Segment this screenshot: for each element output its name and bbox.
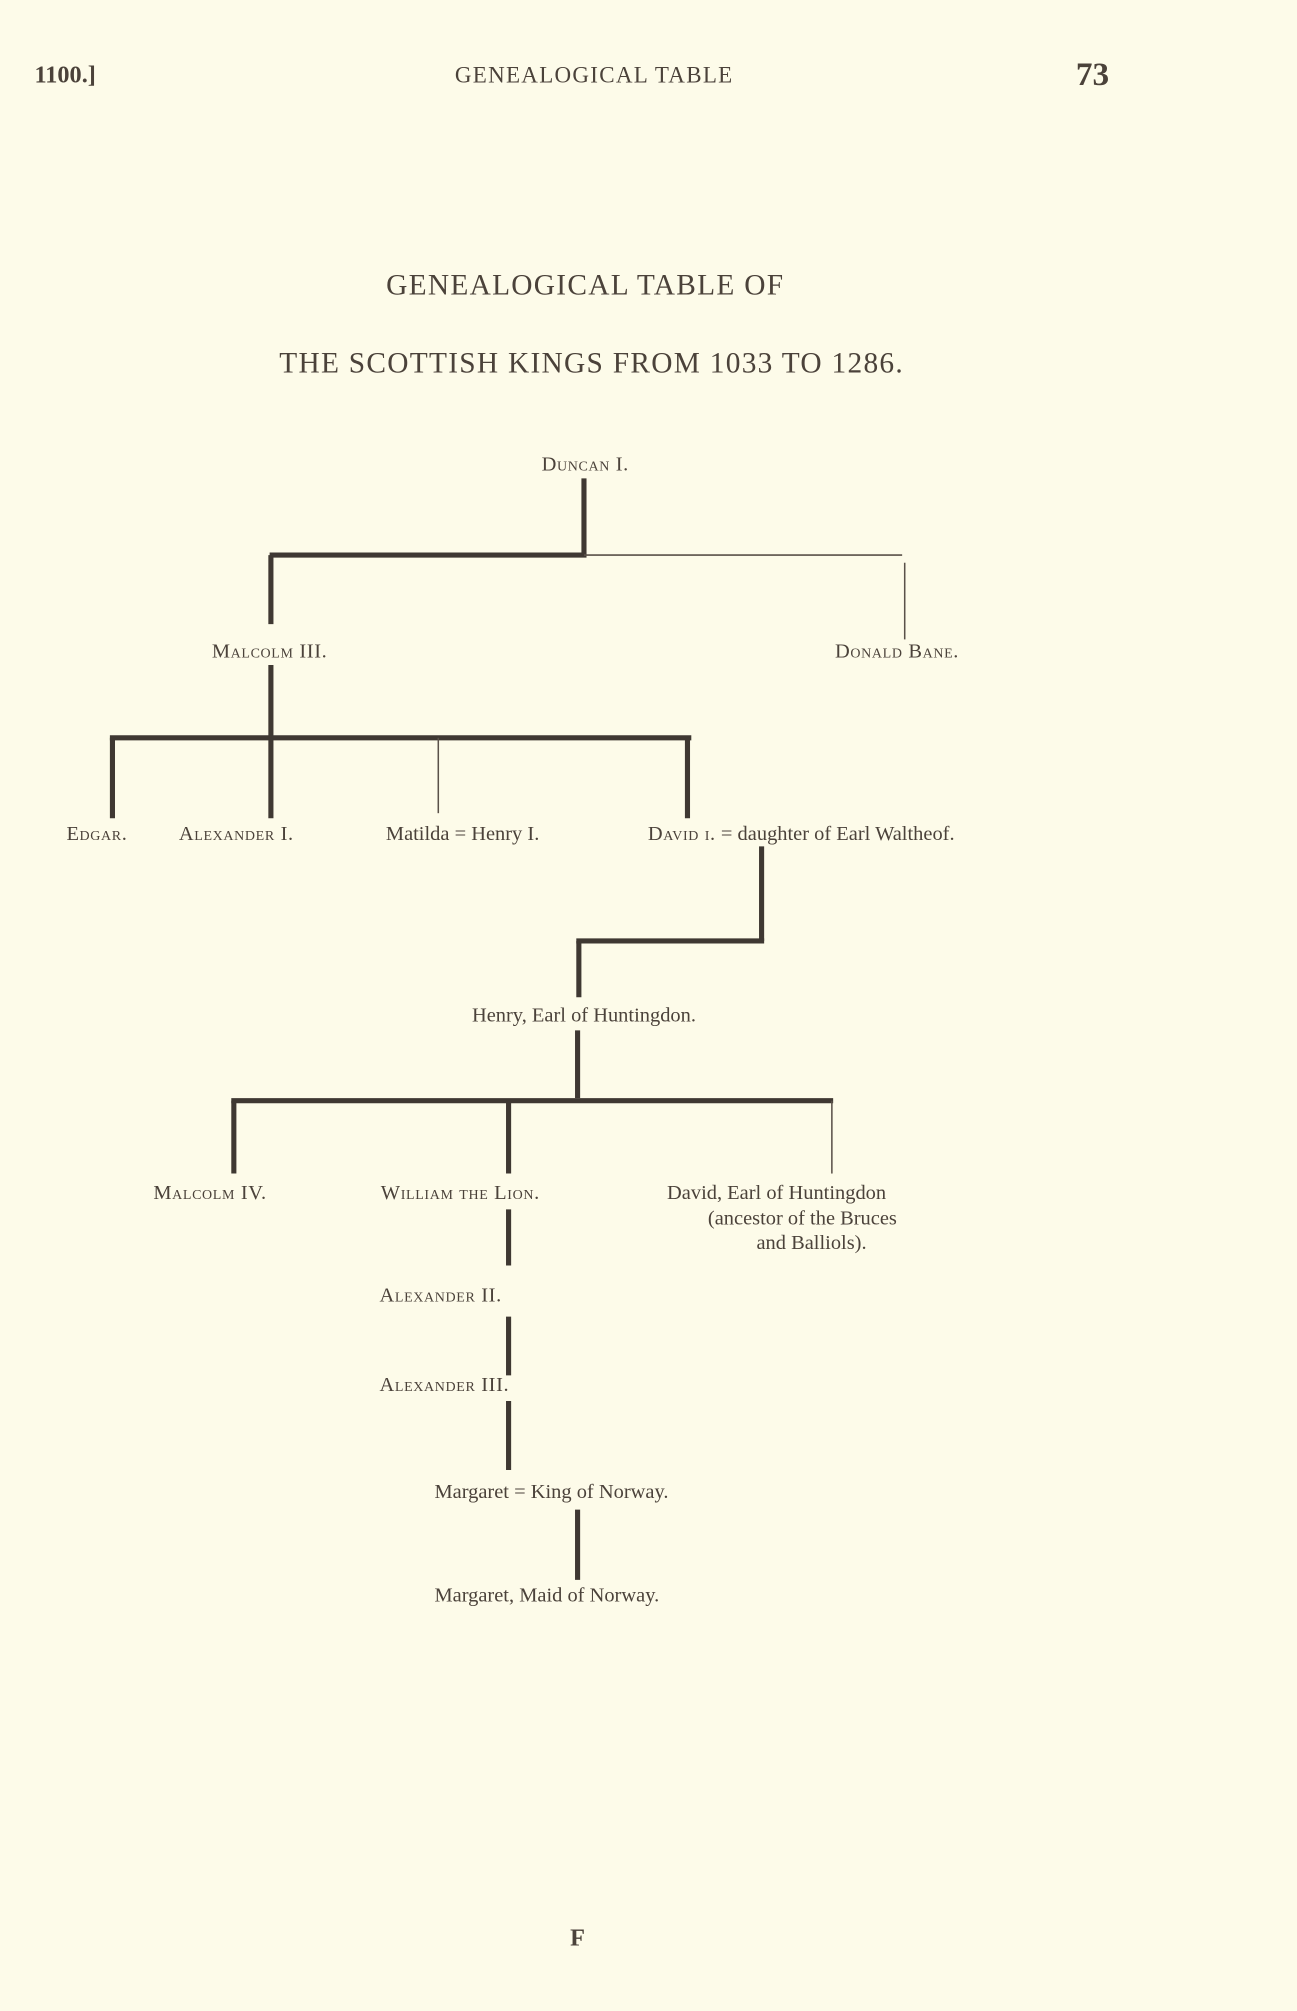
- node-malcolm-iii: Malcolm III.: [212, 640, 328, 662]
- node-henry-earl-of-huntingdon: Henry, Earl of Huntingdon.: [472, 1004, 696, 1026]
- table-title-line2: THE SCOTTISH KINGS FROM 1033 TO 1286.: [279, 347, 904, 379]
- header-title: GENEALOGICAL TABLE: [455, 62, 734, 87]
- signature-mark: F: [570, 1924, 585, 1951]
- david-i-spouse: = daughter of Earl Waltheof.: [716, 823, 955, 845]
- header-year: 1100.]: [35, 61, 96, 88]
- node-alexander-i: Alexander I.: [179, 823, 294, 845]
- node-david-i: David i. = daughter of Earl Waltheof.: [648, 823, 955, 845]
- table-title-line1: GENEALOGICAL TABLE OF: [386, 269, 784, 301]
- node-donald-bane: Donald Bane.: [835, 640, 959, 662]
- david-earl-note-line2: and Balliols).: [756, 1232, 866, 1254]
- node-alexander-iii: Alexander III.: [380, 1374, 510, 1396]
- node-duncan-i: Duncan I.: [542, 454, 629, 476]
- node-matilda: Matilda = Henry I.: [386, 823, 539, 845]
- david-earl-note-line1: (ancestor of the Bruces: [708, 1208, 897, 1230]
- node-malcolm-iv: Malcolm IV.: [153, 1182, 266, 1204]
- node-margaret: Margaret = King of Norway.: [434, 1481, 668, 1503]
- node-alexander-ii: Alexander II.: [380, 1284, 502, 1306]
- node-david-earl-of-huntingdon: David, Earl of Huntingdon: [667, 1182, 886, 1204]
- david-i-name: David i.: [648, 823, 716, 845]
- page-number: 73: [1076, 56, 1109, 93]
- node-margaret-maid-of-norway: Margaret, Maid of Norway.: [434, 1585, 659, 1607]
- node-william-the-lion: William the Lion.: [381, 1182, 540, 1204]
- node-edgar: Edgar.: [66, 823, 127, 845]
